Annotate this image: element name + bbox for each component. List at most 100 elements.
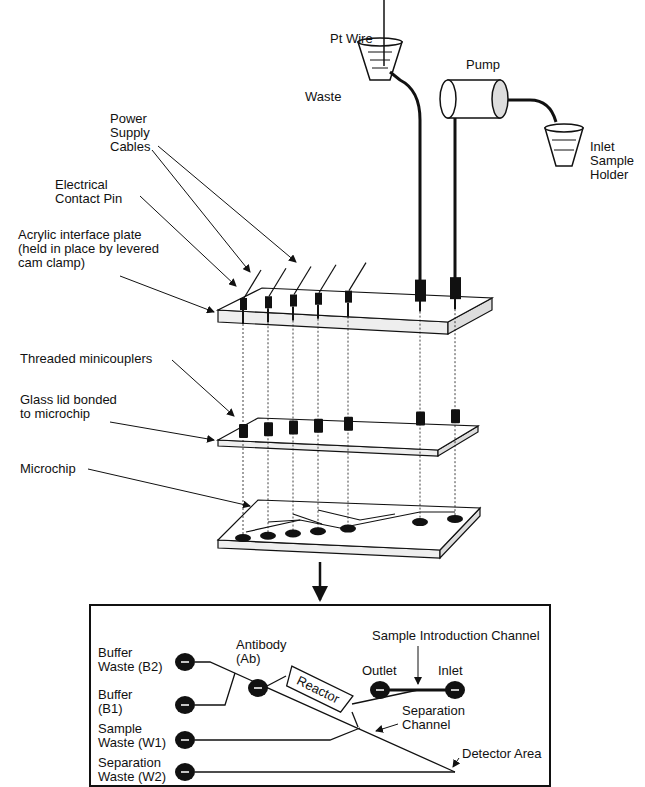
pump bbox=[440, 80, 456, 118]
pump bbox=[440, 80, 508, 118]
contact-pin bbox=[265, 296, 272, 308]
leader-arrow bbox=[418, 646, 419, 684]
alignment-line bbox=[268, 434, 269, 533]
microchip bbox=[218, 500, 480, 558]
minicoupler bbox=[416, 412, 425, 426]
minicoupler bbox=[239, 409, 460, 438]
part-label: Threaded minicouplers bbox=[20, 352, 152, 366]
sample-introduction-channel bbox=[380, 689, 455, 692]
contact-pin bbox=[240, 298, 247, 310]
inlet-cup bbox=[552, 140, 576, 150]
contact-pin bbox=[290, 295, 297, 307]
leader-arrow bbox=[110, 422, 214, 440]
contact-pin bbox=[347, 303, 349, 317]
leader-arrow bbox=[120, 276, 214, 312]
chip-reservoir bbox=[447, 515, 463, 523]
chip-reservoir bbox=[340, 525, 356, 533]
waste-cup bbox=[358, 42, 402, 80]
contact-pin bbox=[415, 280, 426, 302]
chip-channel bbox=[195, 673, 235, 705]
chip-reservoir bbox=[235, 515, 463, 542]
part-label: Inlet bbox=[438, 664, 463, 678]
part-label: Antibody (Ab) bbox=[236, 638, 306, 666]
part-label: Buffer Waste (B2) bbox=[98, 646, 170, 674]
reactor-outline bbox=[283, 666, 353, 714]
contact-pin bbox=[267, 308, 269, 322]
contact-pin bbox=[319, 265, 336, 293]
alignment-line bbox=[348, 317, 349, 419]
minicoupler bbox=[314, 419, 323, 433]
part-label: Buffer (B1) bbox=[98, 688, 158, 716]
leader-arrow bbox=[376, 724, 398, 731]
chip-reservoir bbox=[310, 527, 326, 535]
microchip bbox=[218, 500, 480, 550]
layout-frame bbox=[90, 605, 550, 786]
flow-arrow bbox=[319, 562, 322, 600]
alignment-line bbox=[293, 321, 294, 423]
contact-pin bbox=[244, 270, 261, 298]
alignment-line bbox=[318, 319, 319, 421]
minicoupler bbox=[289, 421, 298, 435]
chip-reservoir bbox=[260, 532, 276, 540]
part-label: Detector Area bbox=[462, 747, 542, 761]
leader-arrow bbox=[453, 758, 459, 767]
alignment-line bbox=[420, 424, 421, 519]
alignment-line bbox=[455, 309, 456, 411]
pt-wire bbox=[383, 0, 385, 66]
minicoupler bbox=[344, 417, 353, 431]
minicoupler bbox=[451, 409, 460, 423]
inlet-cup bbox=[545, 124, 583, 166]
part-label: Separation Waste (W2) bbox=[98, 756, 176, 784]
contact-pin bbox=[454, 297, 456, 309]
tubing bbox=[390, 72, 420, 282]
alignment-line bbox=[455, 421, 456, 516]
part-label: Inlet Sample Holder bbox=[590, 140, 642, 182]
contact-pin bbox=[315, 293, 322, 305]
leader-arrow bbox=[172, 360, 234, 416]
contact-pin bbox=[240, 263, 461, 324]
chip-channel bbox=[352, 712, 358, 727]
tubing bbox=[454, 118, 457, 280]
contact-pin bbox=[419, 300, 421, 312]
alignment-line bbox=[243, 436, 244, 535]
alignment-line bbox=[420, 312, 421, 414]
part-label: Separation Channel bbox=[402, 704, 482, 732]
chip-channel bbox=[267, 676, 286, 686]
tubing bbox=[390, 72, 556, 282]
alignment-line bbox=[268, 322, 269, 424]
alignment-line bbox=[348, 429, 349, 526]
chip-channels bbox=[246, 510, 455, 532]
chip-reservoir bbox=[235, 534, 251, 542]
part-label: Waste bbox=[305, 90, 341, 104]
chip-channels bbox=[268, 520, 300, 522]
chip-channel bbox=[195, 728, 360, 740]
part-label: Sample Introduction Channel bbox=[372, 629, 540, 643]
leader-arrow bbox=[88, 469, 250, 506]
alignment-line bbox=[243, 309, 455, 535]
contact-pin bbox=[269, 268, 286, 296]
part-label: Outlet bbox=[362, 664, 397, 678]
contact-pin bbox=[345, 291, 352, 303]
part-label: Electrical Contact Pin bbox=[55, 178, 145, 206]
reactor-chamber: Reactor bbox=[283, 666, 353, 714]
contact-pin bbox=[242, 310, 244, 324]
alignment-line bbox=[293, 433, 294, 531]
inlet-cup bbox=[545, 124, 583, 132]
chip-channels bbox=[318, 510, 395, 520]
contact-pin bbox=[450, 277, 461, 299]
tubing bbox=[508, 100, 556, 122]
part-label: Sample Waste (W1) bbox=[98, 722, 170, 750]
contact-pin bbox=[294, 267, 311, 295]
alignment-line bbox=[318, 431, 319, 529]
minicoupler bbox=[239, 424, 248, 438]
inlet-cup bbox=[545, 128, 583, 166]
chip-reservoir bbox=[412, 518, 428, 526]
chip-channel bbox=[195, 771, 455, 772]
waste-cup bbox=[368, 52, 392, 68]
contact-pin bbox=[317, 305, 319, 319]
minicoupler bbox=[264, 422, 273, 436]
part-label: Pt Wire bbox=[330, 32, 373, 46]
chip-reservoir bbox=[285, 530, 301, 538]
part-label: Pump bbox=[466, 58, 500, 72]
part-label: Glass lid bonded to microchip bbox=[20, 393, 130, 421]
